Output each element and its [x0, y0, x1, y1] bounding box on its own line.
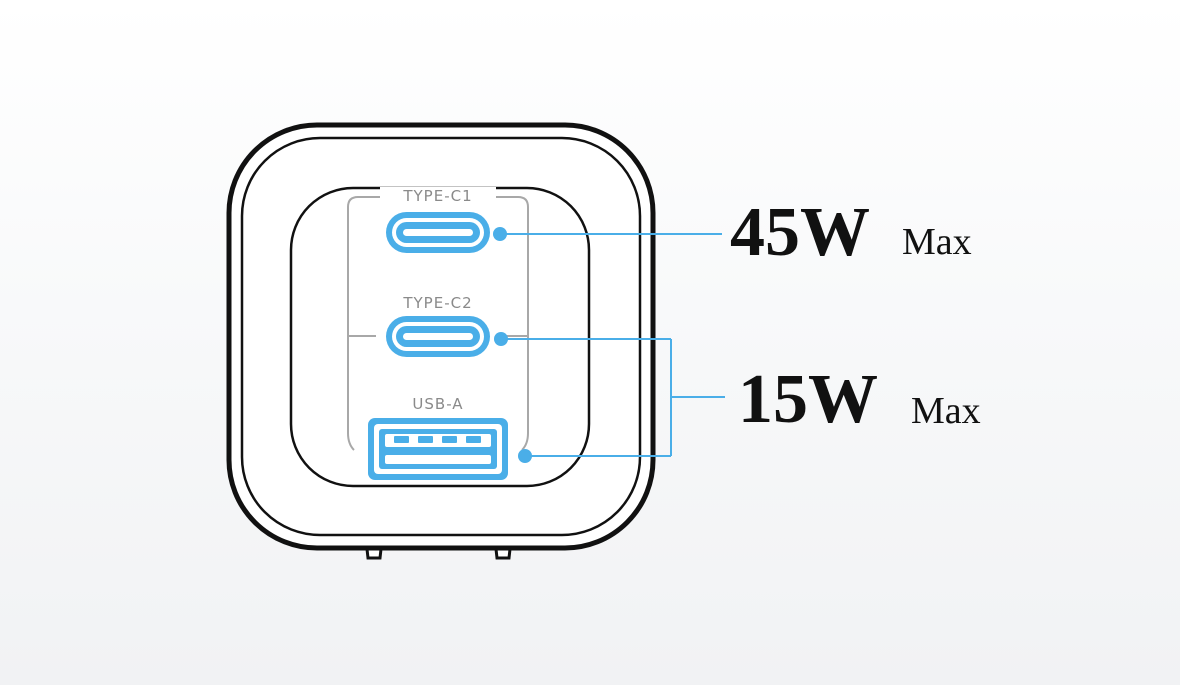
type-c2-port [386, 316, 490, 357]
callout-lines [502, 233, 725, 457]
type-c2-label: TYPE-C2 [403, 294, 473, 312]
type-c1-label: TYPE-C1 [380, 187, 496, 205]
usb-a-port [368, 418, 508, 480]
usb-a-label: USB-A [412, 395, 464, 413]
type-c1-port [386, 212, 490, 253]
output-45w-max: Max [902, 221, 972, 263]
callout-dots [493, 227, 532, 463]
output-15w-value: 15W [738, 361, 878, 438]
charger-body-inner [240, 136, 642, 537]
output-45w-value: 45W [730, 194, 870, 271]
output-15w-max: Max [911, 390, 981, 432]
